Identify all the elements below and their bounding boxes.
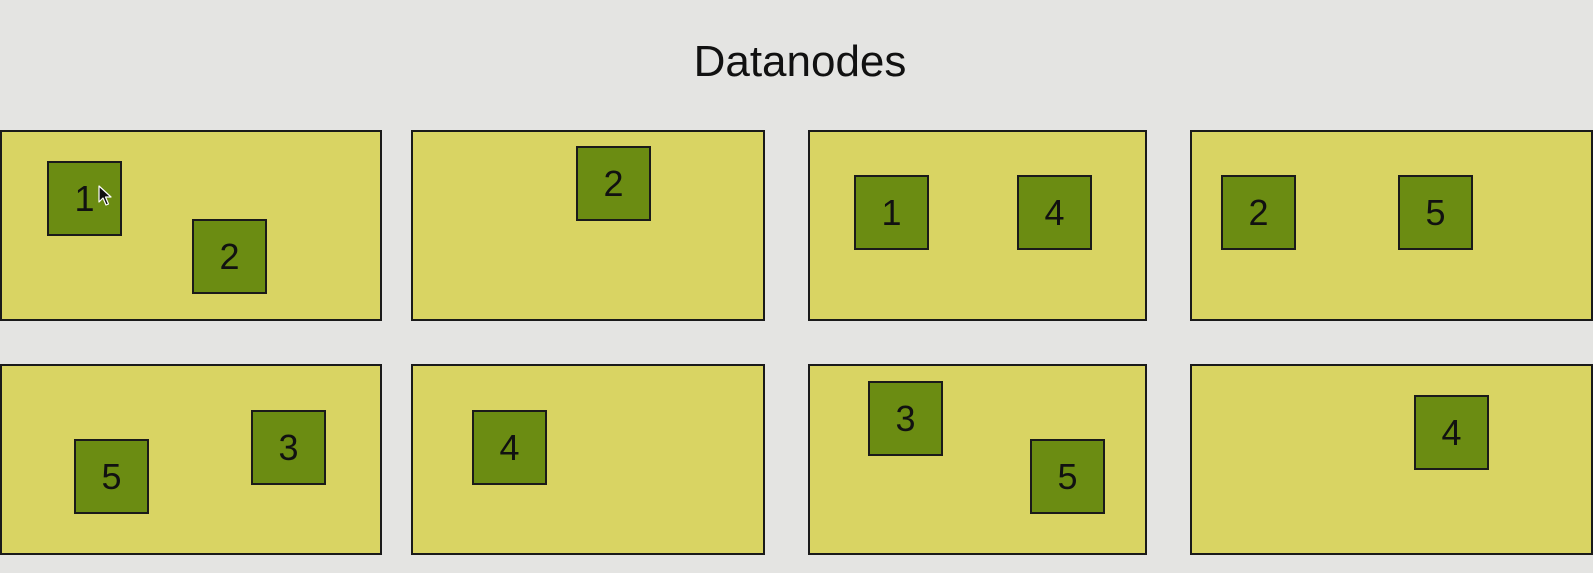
data-block: 4 xyxy=(1017,175,1092,250)
data-block: 3 xyxy=(251,410,326,485)
data-block: 2 xyxy=(576,146,651,221)
data-block: 5 xyxy=(1398,175,1473,250)
data-block: 2 xyxy=(1221,175,1296,250)
datanode: 4 xyxy=(411,364,765,555)
data-block: 3 xyxy=(868,381,943,456)
datanode: 4 xyxy=(1190,364,1593,555)
datanode: 2 xyxy=(411,130,765,321)
diagram-title: Datanodes xyxy=(693,37,907,86)
data-block: 5 xyxy=(1030,439,1105,514)
data-block: 4 xyxy=(1414,395,1489,470)
data-block: 1 xyxy=(47,161,122,236)
data-block: 1 xyxy=(854,175,929,250)
data-block: 4 xyxy=(472,410,547,485)
data-block: 5 xyxy=(74,439,149,514)
mouse-cursor-icon xyxy=(98,185,112,206)
data-block: 2 xyxy=(192,219,267,294)
